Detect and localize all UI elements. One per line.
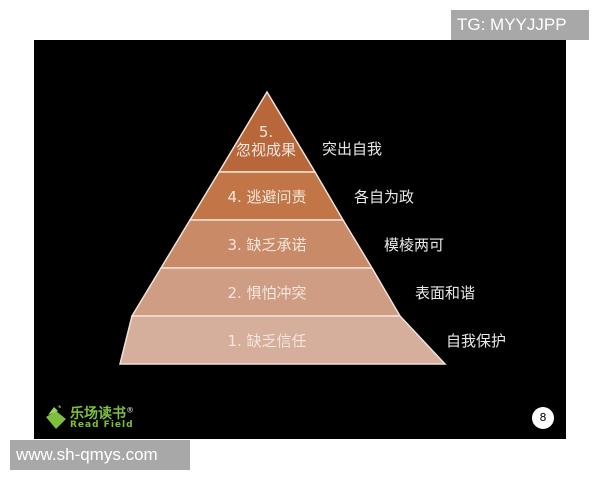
page-number-badge: 8 <box>532 407 554 429</box>
side-label-1: 自我保护 <box>446 332 507 350</box>
side-label-5: 突出自我 <box>322 140 383 158</box>
logo-name-cn: 乐场读书 <box>70 406 126 422</box>
layer-1-label: 1. 缺乏信任 <box>227 332 307 350</box>
side-label-4: 各自为政 <box>354 188 415 206</box>
side-label-2: 表面和谐 <box>415 284 476 302</box>
layer-2-label: 2. 惧怕冲突 <box>227 284 307 302</box>
watermark-top: TG: MYYJJPP <box>451 10 589 40</box>
side-label-3: 模棱两可 <box>384 236 445 254</box>
pyramid-layer-1 <box>119 315 447 365</box>
logo-name-en: Read Field <box>70 420 134 430</box>
registered-mark: ® <box>126 405 134 415</box>
watermark-bottom: www.sh-qmys.com <box>10 440 190 470</box>
layer-4-label: 4. 逃避问责 <box>227 188 307 206</box>
book-leaf-icon <box>46 405 66 429</box>
layer-3-label: 3. 缺乏承诺 <box>227 236 307 254</box>
layer-5-number: 5. <box>258 123 274 141</box>
layer-5-label: 忽视成果 <box>235 141 297 159</box>
